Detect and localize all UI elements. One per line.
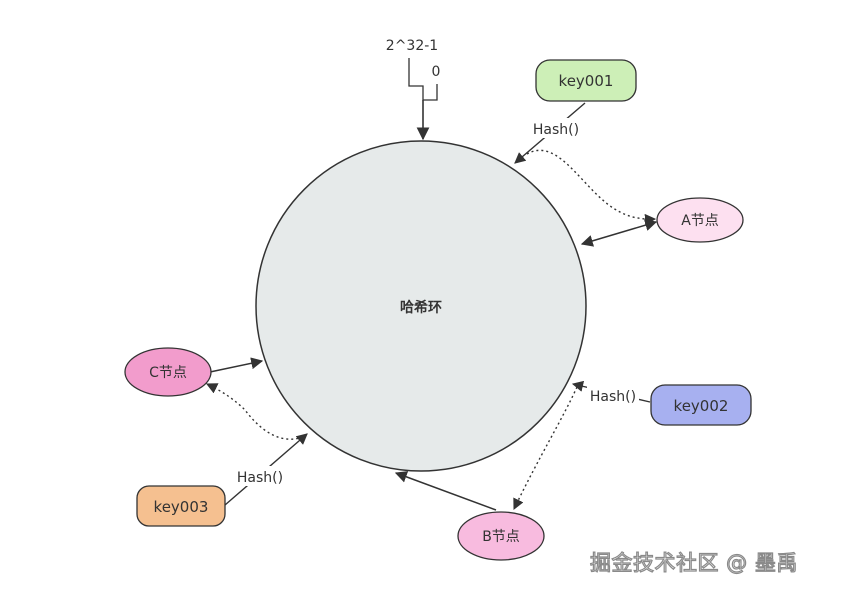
key001-label: key001	[559, 72, 614, 90]
key002-box	[650, 384, 752, 426]
hash-label-bg-1	[529, 118, 583, 138]
watermark: 掘金技术社区 @ 墨禹	[589, 550, 798, 575]
key002-label: key002	[674, 397, 729, 415]
key003-label: key003	[154, 498, 209, 516]
b-node-ring-link	[394, 471, 497, 511]
a-node-ring-link	[580, 219, 658, 247]
key003-box	[136, 485, 226, 527]
a-node	[656, 197, 744, 243]
key001-to-a-mapping	[526, 149, 657, 226]
zero-label: 0	[432, 64, 441, 80]
hash-label-2: Hash()	[590, 389, 636, 405]
c-node-ring-link	[209, 357, 264, 373]
hash-label-3: Hash()	[237, 470, 283, 486]
c-node-label: C节点	[149, 365, 187, 381]
a-node-label: A节点	[681, 213, 719, 229]
key001-box	[535, 59, 637, 102]
hash-ring-label: 哈希环	[400, 299, 442, 316]
origin-wrap-line	[408, 58, 438, 101]
c-node	[124, 347, 212, 397]
hash-label-1: Hash()	[533, 122, 579, 138]
hash-ring	[255, 140, 587, 472]
hash-label-bg-2	[587, 386, 639, 406]
max-value-label: 2^32-1	[386, 38, 438, 54]
b-node	[457, 511, 545, 561]
b-node-label: B节点	[482, 529, 520, 545]
hash-label-bg-3	[233, 466, 287, 486]
